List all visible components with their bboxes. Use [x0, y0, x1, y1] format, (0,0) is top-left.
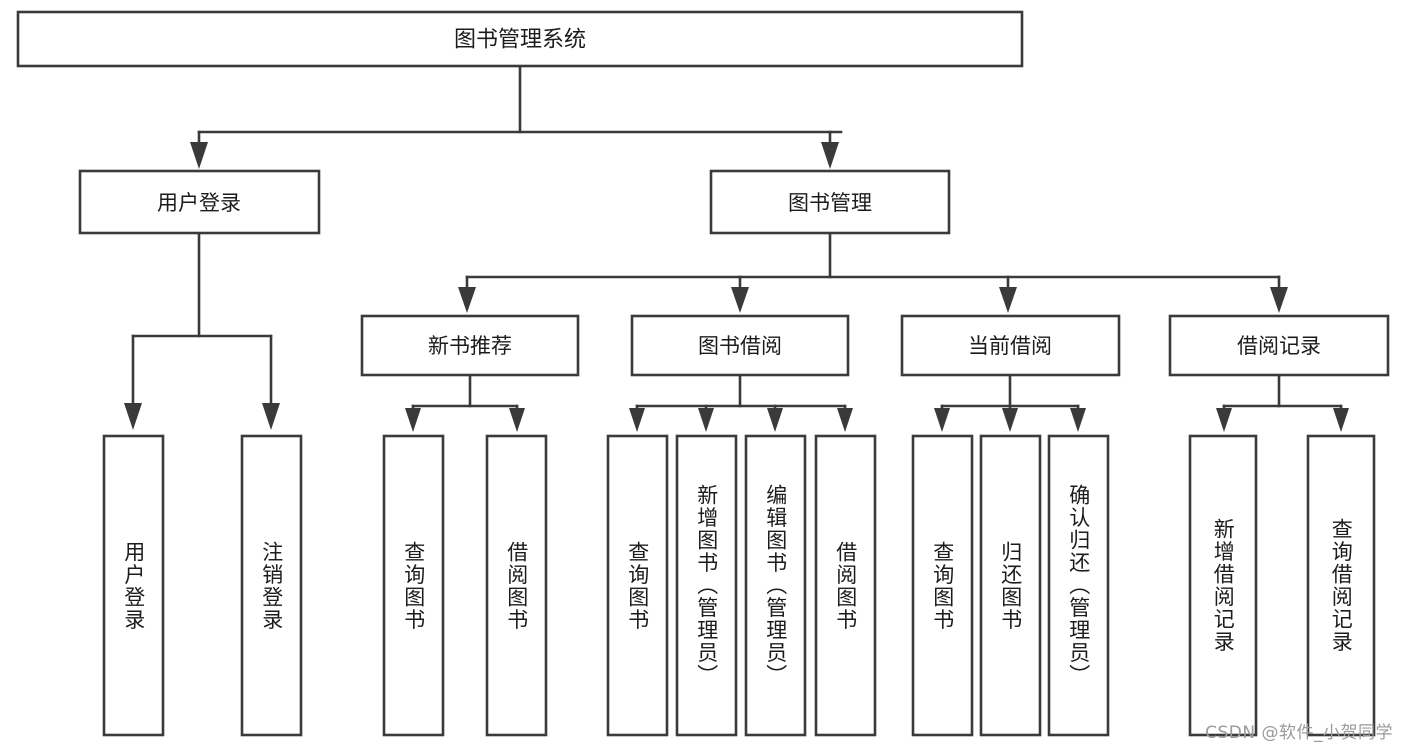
node-borrow-record-label: 借阅记录 [1237, 334, 1321, 358]
connector-bookborrow-to-leaves [629, 374, 853, 432]
node-system-root-box [16, 10, 1024, 68]
node-borrow-record[interactable]: 借阅记录 [1168, 314, 1390, 377]
node-book-borrow-label: 图书借阅 [698, 334, 782, 358]
leaf-box-query-book-3[interactable] [911, 434, 974, 737]
connector-borrowrecord-to-leaves [1216, 374, 1349, 432]
node-borrow-record-box [1168, 314, 1390, 377]
node-book-manage[interactable]: 图书管理 [709, 169, 951, 235]
leaf-box-edit-book[interactable] [744, 434, 807, 737]
node-new-book-rec-box [360, 314, 580, 377]
node-system-root-label: 图书管理系统 [454, 28, 586, 53]
leaf-box-add-record[interactable] [1188, 434, 1258, 737]
leaf-box-query-record[interactable] [1306, 434, 1376, 737]
leaf-box-add-book[interactable] [675, 434, 738, 737]
node-current-borrow-box [900, 314, 1121, 377]
leaf-box-query-book-2[interactable] [606, 434, 669, 737]
connector-newbook-to-leaves [405, 374, 525, 432]
leaf-box-user-logout[interactable] [240, 434, 303, 737]
node-book-manage-label: 图书管理 [788, 191, 872, 215]
node-book-manage-box [709, 169, 951, 235]
leaf-box-return-book[interactable] [979, 434, 1042, 737]
node-new-book-rec[interactable]: 新书推荐 [360, 314, 580, 377]
leaf-box-borrow-book-1[interactable] [485, 434, 548, 737]
node-user-login-label: 用户登录 [157, 191, 241, 215]
node-user-login-box [78, 169, 321, 235]
node-new-book-rec-label: 新书推荐 [428, 334, 512, 358]
leaf-box-confirm-return[interactable] [1047, 434, 1110, 737]
node-book-borrow[interactable]: 图书借阅 [630, 314, 850, 377]
connector-userlogin-to-leaves [124, 232, 280, 430]
node-book-borrow-box [630, 314, 850, 377]
node-system-root[interactable]: 图书管理系统 [16, 10, 1024, 68]
leaf-box-borrow-book-2[interactable] [814, 434, 877, 737]
node-user-login[interactable]: 用户登录 [78, 169, 321, 235]
csdn-watermark: CSDN @软件_小贺同学 [1205, 723, 1393, 743]
leaf-box-user-login[interactable] [102, 434, 165, 737]
connector-currentborrow-to-leaves [934, 374, 1086, 432]
node-current-borrow[interactable]: 当前借阅 [900, 314, 1121, 377]
node-current-borrow-label: 当前借阅 [968, 334, 1052, 358]
leaf-box-query-book-1[interactable] [382, 434, 445, 737]
connector-root-to-level2 [190, 64, 843, 169]
connector-bookmanage-to-level3 [458, 232, 1288, 313]
